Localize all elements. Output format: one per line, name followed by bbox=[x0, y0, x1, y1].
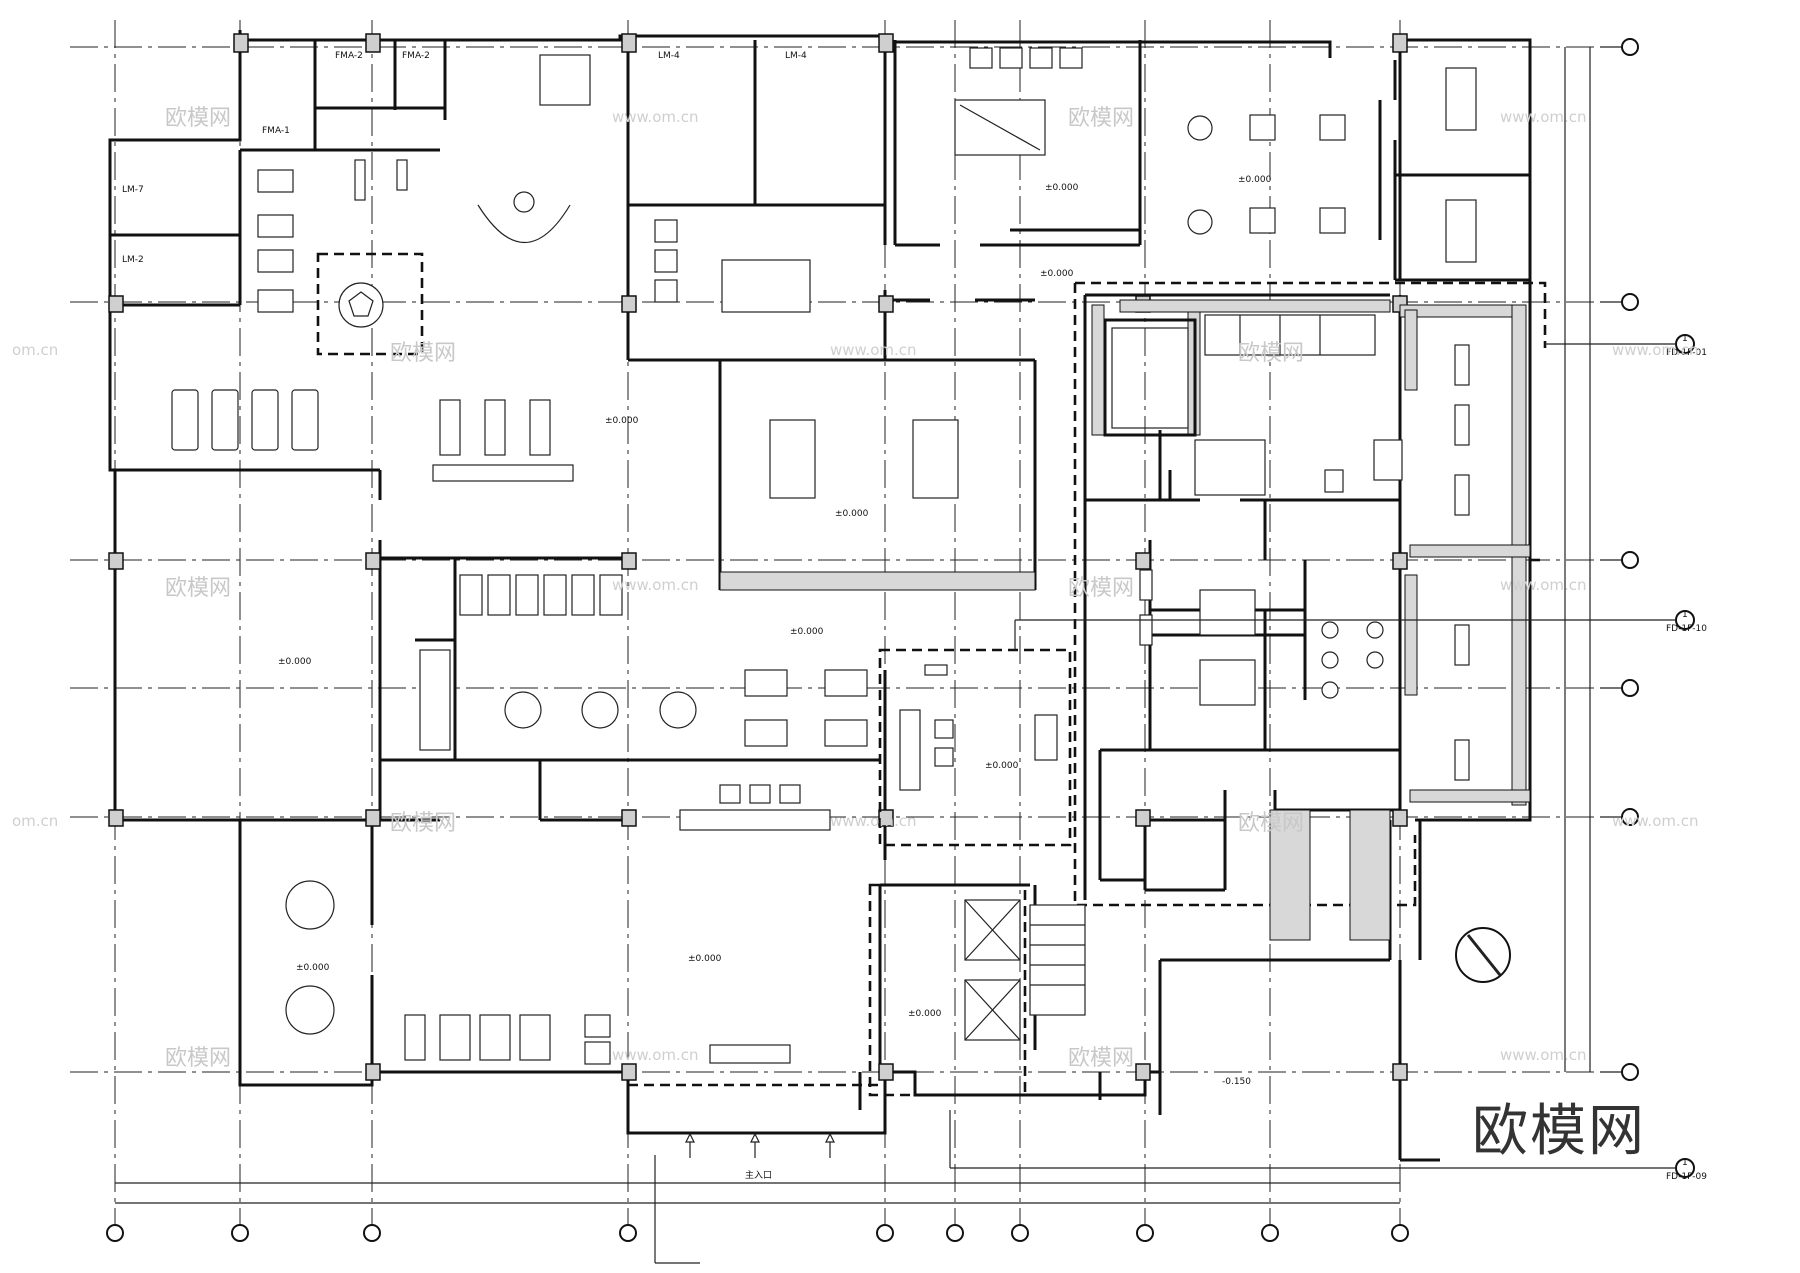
callout-number: 1 bbox=[1682, 334, 1688, 344]
watermark-text: 欧模网 bbox=[390, 341, 456, 366]
room-labels: FMA-1 FMA-2 FMA-2 LM-7 LM-2 LM-4 LM-4 bbox=[122, 51, 807, 265]
watermark-site: www.om.cn bbox=[1612, 812, 1699, 830]
watermark-site: www.om.cn bbox=[1500, 1046, 1587, 1064]
interior-walls bbox=[110, 40, 1530, 1115]
callout-ref: FD-1F-01 bbox=[1666, 348, 1707, 358]
watermark-site: www.om.cn bbox=[1500, 576, 1587, 594]
lounge-furniture bbox=[419, 574, 868, 831]
zone-outlines bbox=[316, 252, 1547, 1135]
callout-number: 1 bbox=[1682, 610, 1688, 620]
room-label-fma1: FMA-1 bbox=[262, 126, 290, 136]
elevation-mark: ±0.000 bbox=[1238, 175, 1272, 185]
room-label-fma2-b: FMA-2 bbox=[402, 51, 430, 61]
watermark-site: www.om.cn bbox=[830, 812, 917, 830]
elevation-mark: ±0.000 bbox=[790, 627, 824, 637]
dimension-lines bbox=[115, 46, 1625, 1204]
watermark-text: 欧模网 bbox=[165, 106, 231, 131]
watermarks: 欧模网 www.om.cn 欧模网 www.om.cn om.cn 欧模网 ww… bbox=[12, 106, 1699, 1071]
brand-watermark: 欧模网 bbox=[1472, 1099, 1646, 1164]
watermark-site: om.cn bbox=[12, 812, 58, 830]
elevation-marks: ±0.000 ±0.000 ±0.000 ±0.000 ±0.000 ±0.00… bbox=[278, 175, 1272, 1087]
watermark-site: www.om.cn bbox=[612, 1046, 699, 1064]
watermark-text: 欧模网 bbox=[1068, 106, 1134, 131]
hatched-walls bbox=[719, 299, 1531, 941]
watermark-text: 欧模网 bbox=[1238, 341, 1304, 366]
north-arrow-icon bbox=[1455, 927, 1511, 983]
elevation-mark: ±0.000 bbox=[605, 416, 639, 426]
watermark-text: 欧模网 bbox=[1238, 811, 1304, 836]
section-callouts bbox=[949, 334, 1695, 1178]
elevation-mark: -0.150 bbox=[1222, 1077, 1251, 1087]
room-label-lm7: LM-7 bbox=[122, 185, 144, 195]
elevation-mark: ±0.000 bbox=[985, 761, 1019, 771]
callout-labels: 1 FD-1F-01 1 FD-1F-10 1 FD-1F-09 bbox=[1666, 334, 1707, 1182]
elevation-mark: ±0.000 bbox=[1045, 183, 1079, 193]
room-label-lm2: LM-2 bbox=[122, 255, 144, 265]
callout-ref: FD-1F-10 bbox=[1666, 624, 1707, 634]
room-label-fma2-a: FMA-2 bbox=[335, 51, 363, 61]
watermark-text: 欧模网 bbox=[1068, 1046, 1134, 1071]
game-tables bbox=[721, 47, 1083, 499]
room-label-lm4-b: LM-4 bbox=[785, 51, 807, 61]
fitness-equipment bbox=[171, 54, 678, 482]
watermark-site: om.cn bbox=[12, 341, 58, 359]
watermark-text: 欧模网 bbox=[1068, 576, 1134, 601]
room-label-lm4-a: LM-4 bbox=[658, 51, 680, 61]
chess-room-furniture bbox=[1187, 67, 1477, 263]
elevation-mark: ±0.000 bbox=[278, 657, 312, 667]
elevation-mark: ±0.000 bbox=[835, 509, 869, 519]
grid-bubbles bbox=[106, 38, 1639, 1242]
elevation-mark: ±0.000 bbox=[688, 954, 722, 964]
callout-ref: FD-1F-09 bbox=[1666, 1172, 1707, 1182]
spa-area bbox=[1103, 314, 1470, 781]
elevation-mark: ±0.000 bbox=[1040, 269, 1074, 279]
service-core bbox=[899, 664, 1086, 1041]
callout-number: 1 bbox=[1682, 1158, 1688, 1168]
watermark-site: www.om.cn bbox=[612, 108, 699, 126]
watermark-text: 欧模网 bbox=[165, 576, 231, 601]
watermark-text: 欧模网 bbox=[165, 1046, 231, 1071]
elevation-mark: ±0.000 bbox=[908, 1009, 942, 1019]
elevation-mark: ±0.000 bbox=[296, 963, 330, 973]
watermark-site: www.om.cn bbox=[1500, 108, 1587, 126]
watermark-text: 欧模网 bbox=[390, 811, 456, 836]
watermark-site: www.om.cn bbox=[1612, 341, 1699, 359]
lobby-furniture bbox=[285, 880, 791, 1065]
entrance-arrows bbox=[654, 1132, 835, 1264]
watermark-site: www.om.cn bbox=[830, 341, 917, 359]
watermark-site: www.om.cn bbox=[612, 576, 699, 594]
entrance-label: 主入口 bbox=[745, 1169, 772, 1181]
